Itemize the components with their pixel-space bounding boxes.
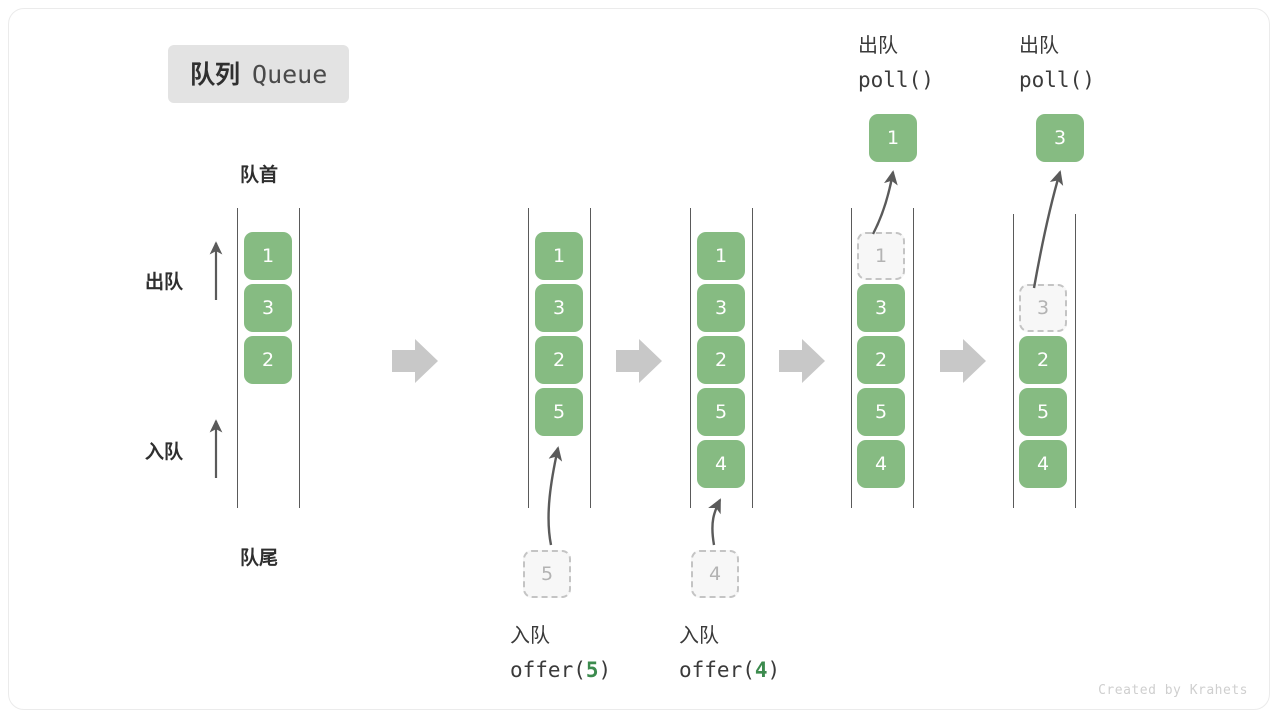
label-enqueue-direction: 入队 [145, 441, 184, 463]
caption-offer-4-call: offer(4) [679, 653, 780, 688]
watermark-credit: Created by Krahets [1098, 683, 1248, 698]
caption-poll-1-call: poll() [858, 68, 934, 92]
caption-poll-3: 出队 poll() [1019, 28, 1095, 98]
queue-item: 2 [1019, 336, 1067, 384]
label-queue-front: 队首 [240, 164, 279, 186]
queue-item-incoming: 4 [697, 440, 745, 488]
caption-poll-3-cn: 出队 [1019, 33, 1059, 57]
caption-offer-4: 入队 offer(4) [679, 618, 780, 688]
caption-poll-1-cn: 出队 [858, 33, 898, 57]
queue-item: 1 [535, 232, 583, 280]
ghost-box-offer-4: 4 [691, 550, 739, 598]
rail-right-step-1 [299, 208, 300, 508]
queue-item: 5 [1019, 388, 1067, 436]
caption-offer-5-cn: 入队 [510, 623, 550, 647]
caption-call-arg: 5 [585, 658, 599, 682]
caption-poll-1: 出队 poll() [858, 28, 934, 98]
label-dequeue-direction: 出队 [145, 271, 184, 293]
queue-item: 5 [857, 388, 905, 436]
caption-call-arg: 4 [754, 658, 768, 682]
rail-left-step-1 [237, 208, 238, 508]
rail-right-step-3 [752, 208, 753, 508]
queue-item: 3 [244, 284, 292, 332]
queue-item: 2 [857, 336, 905, 384]
queue-item: 1 [697, 232, 745, 280]
caption-poll-3-call: poll() [1019, 68, 1095, 92]
queue-item: 4 [1019, 440, 1067, 488]
popped-item-1: 1 [869, 114, 917, 162]
title-chinese: 队列 [190, 60, 241, 89]
label-queue-rear: 队尾 [240, 547, 279, 569]
rail-right-step-2 [590, 208, 591, 508]
queue-item: 3 [857, 284, 905, 332]
rail-left-step-4 [851, 208, 852, 508]
caption-call-suffix: ) [767, 658, 781, 682]
ghost-box-poll-3: 3 [1019, 284, 1067, 332]
rail-right-step-5 [1075, 214, 1076, 508]
caption-offer-5: 入队 offer(5) [510, 618, 611, 688]
diagram-title-badge: 队列 Queue [168, 45, 350, 103]
title-english: Queue [252, 60, 328, 89]
queue-item: 1 [244, 232, 292, 280]
caption-call-prefix: offer( [510, 658, 586, 682]
rail-left-step-2 [528, 208, 529, 508]
caption-call-prefix: offer( [679, 658, 755, 682]
queue-item: 2 [697, 336, 745, 384]
ghost-box-poll-1: 1 [857, 232, 905, 280]
diagram-card [8, 8, 1270, 710]
queue-item: 3 [697, 284, 745, 332]
queue-item-incoming: 5 [535, 388, 583, 436]
ghost-box-offer-5: 5 [523, 550, 571, 598]
queue-item: 5 [697, 388, 745, 436]
queue-item: 2 [244, 336, 292, 384]
caption-offer-4-cn: 入队 [679, 623, 719, 647]
caption-call-suffix: ) [598, 658, 612, 682]
caption-offer-5-call: offer(5) [510, 653, 611, 688]
queue-item: 3 [535, 284, 583, 332]
queue-item: 4 [857, 440, 905, 488]
rail-left-step-5 [1013, 214, 1014, 508]
popped-item-3: 3 [1036, 114, 1084, 162]
queue-item: 2 [535, 336, 583, 384]
rail-left-step-3 [690, 208, 691, 508]
rail-right-step-4 [913, 208, 914, 508]
